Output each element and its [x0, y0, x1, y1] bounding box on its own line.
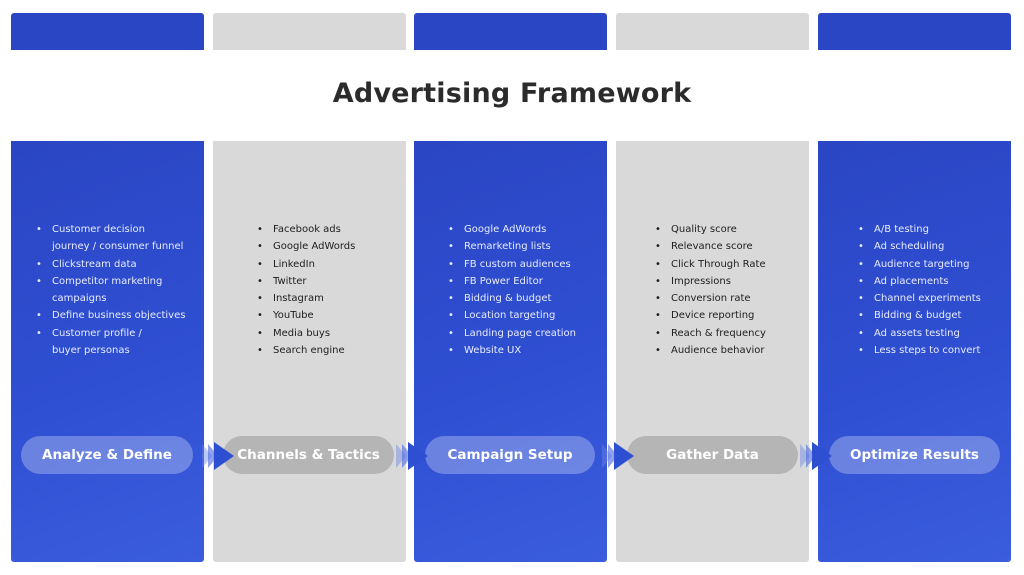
column-2-list: Facebook ads Google AdWords LinkedIn Twi… [257, 221, 355, 360]
column-3-top-tab [414, 13, 607, 50]
list-item: FB custom audiences [448, 256, 576, 274]
list-item: Less steps to convert [858, 342, 981, 360]
step-pill-analyze-define: Analyze & Define [21, 436, 193, 474]
column-5-top-tab [818, 13, 1011, 50]
list-item: Ad assets testing [858, 325, 981, 343]
column-4-top-tab [616, 13, 809, 50]
step-pill-campaign-setup: Campaign Setup [425, 436, 595, 474]
list-item: buyer personas [52, 345, 130, 357]
column-analyze-define [11, 141, 204, 562]
list-item: Instagram [257, 290, 355, 308]
list-item: Impressions [655, 273, 766, 291]
list-item: Audience targeting [858, 256, 981, 274]
step-pill-gather-data: Gather Data [627, 436, 798, 474]
list-item: Clickstream data [36, 256, 185, 274]
chevron-arrows-icon [396, 442, 428, 470]
list-item: Website UX [448, 342, 576, 360]
list-item: Bidding & budget [448, 290, 576, 308]
list-item: Facebook ads [257, 221, 355, 239]
column-2-top-tab [213, 13, 406, 50]
list-item: Define business objectives [36, 307, 185, 325]
list-item: Quality score [655, 221, 766, 239]
list-item: campaigns [52, 293, 107, 305]
list-item: LinkedIn [257, 256, 355, 274]
list-item: Competitor marketing [36, 273, 185, 291]
column-5-list: A/B testing Ad scheduling Audience targe… [858, 221, 981, 360]
page-title: Advertising Framework [332, 78, 692, 109]
list-item: YouTube [257, 307, 355, 325]
list-item: Conversion rate [655, 290, 766, 308]
list-item: Reach & frequency [655, 325, 766, 343]
list-item: Customer profile / [36, 325, 185, 343]
chevron-arrows-icon [602, 442, 634, 470]
list-item: Ad scheduling [858, 238, 981, 256]
list-item: Remarketing lists [448, 238, 576, 256]
column-1-list: Customer decision journey / consumer fun… [36, 221, 185, 359]
list-item: Search engine [257, 342, 355, 360]
chevron-arrows-icon [202, 442, 234, 470]
chevron-arrows-icon [800, 442, 832, 470]
column-1-top-tab [11, 13, 204, 50]
list-item: Ad placements [858, 273, 981, 291]
column-3-list: Google AdWords Remarketing lists FB cust… [448, 221, 576, 360]
column-4-list: Quality score Relevance score Click Thro… [655, 221, 766, 360]
step-pill-channels-tactics: Channels & Tactics [223, 436, 394, 474]
list-item: Media buys [257, 325, 355, 343]
list-item: Google AdWords [448, 221, 576, 239]
list-item: A/B testing [858, 221, 981, 239]
step-pill-optimize-results: Optimize Results [829, 436, 1000, 474]
list-item: Google AdWords [257, 238, 355, 256]
list-item: Audience behavior [655, 342, 766, 360]
list-item: journey / consumer funnel [52, 241, 184, 253]
list-item: Twitter [257, 273, 355, 291]
list-item: Location targeting [448, 307, 576, 325]
list-item: Landing page creation [448, 325, 576, 343]
list-item: Customer decision [36, 221, 185, 239]
list-item: Device reporting [655, 307, 766, 325]
list-item: FB Power Editor [448, 273, 576, 291]
list-item: Relevance score [655, 238, 766, 256]
list-item: Click Through Rate [655, 256, 766, 274]
list-item: Bidding & budget [858, 307, 981, 325]
list-item: Channel experiments [858, 290, 981, 308]
